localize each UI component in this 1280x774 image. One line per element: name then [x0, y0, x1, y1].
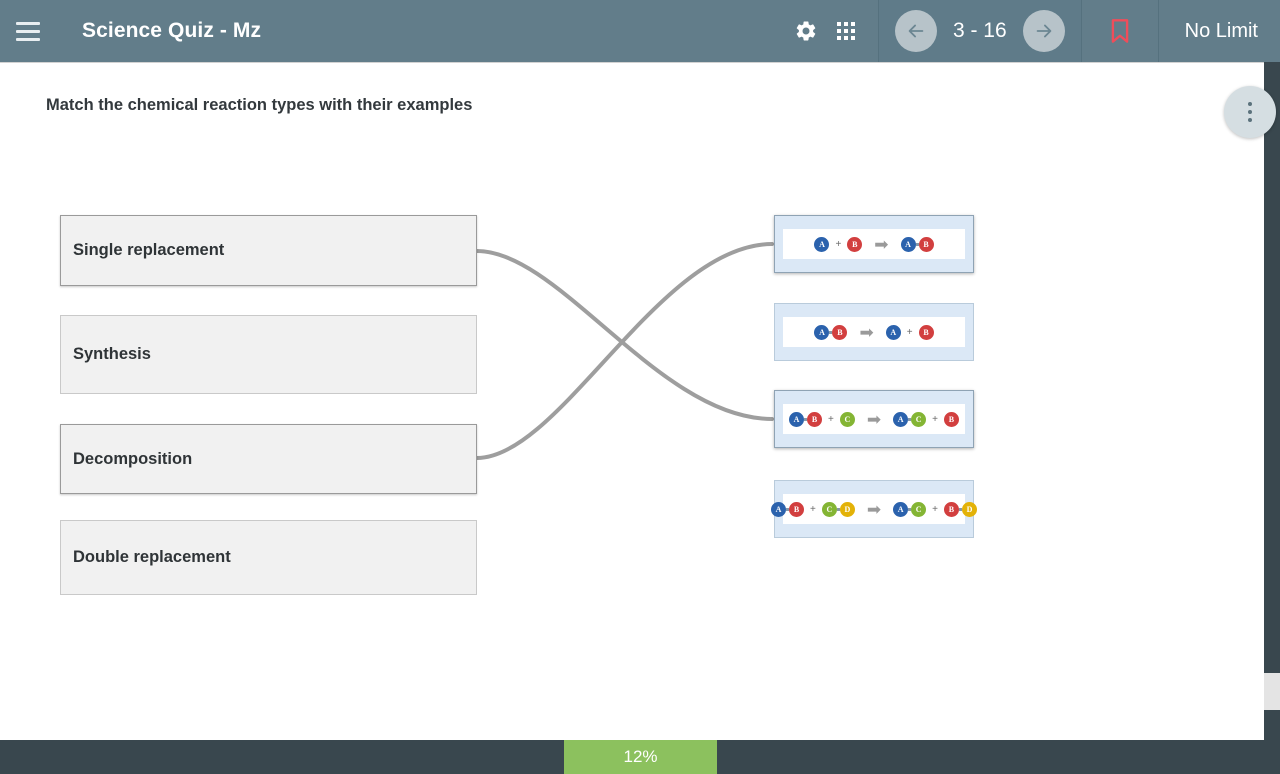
- atom-b: B: [943, 411, 959, 427]
- chemical-bond: [786, 507, 790, 511]
- apps-grid-button[interactable]: [826, 0, 866, 62]
- atom-b: B: [789, 501, 805, 517]
- chemical-bond: [908, 417, 912, 421]
- term-box[interactable]: Synthesis: [60, 315, 477, 394]
- atom-a: A: [789, 411, 805, 427]
- term-box[interactable]: Decomposition: [60, 424, 477, 494]
- atom-a: A: [893, 501, 909, 517]
- term-label: Double replacement: [73, 548, 231, 566]
- term-label: Synthesis: [73, 345, 151, 363]
- page-indicator: 3 - 16: [952, 19, 1007, 42]
- connector-line: [475, 249, 774, 421]
- atom-d: D: [839, 501, 855, 517]
- app-title: Science Quiz - Mz: [82, 19, 262, 42]
- bookmark-group: [1082, 0, 1159, 62]
- plus-sign: +: [810, 503, 816, 515]
- term-box[interactable]: Single replacement: [60, 215, 477, 286]
- atom-b: B: [918, 324, 934, 340]
- atom-a: A: [900, 236, 916, 252]
- chemical-bond: [915, 242, 919, 246]
- time-limit-label: No Limit: [1184, 19, 1258, 42]
- bookmark-button[interactable]: [1100, 0, 1140, 62]
- more-options-button[interactable]: [1224, 86, 1276, 138]
- atom-a: A: [814, 236, 830, 252]
- match-connector-lines: [475, 242, 774, 460]
- question-prompt: Match the chemical reaction types with t…: [46, 96, 473, 114]
- hamburger-menu-button[interactable]: [0, 0, 56, 62]
- atom-b: B: [918, 236, 934, 252]
- chemical-bond: [804, 417, 808, 421]
- atom-c: C: [839, 411, 855, 427]
- atom-a: A: [814, 324, 830, 340]
- chemical-bond: [836, 507, 840, 511]
- atom-a: A: [771, 501, 787, 517]
- plus-sign: +: [906, 326, 913, 338]
- atom-a: A: [893, 411, 909, 427]
- plus-sign: +: [932, 503, 938, 515]
- reaction-arrow-icon: ➡: [866, 499, 882, 519]
- bookmark-icon: [1111, 19, 1128, 43]
- atom-a: A: [885, 324, 901, 340]
- reaction-arrow-icon: ➡: [859, 322, 874, 342]
- atom-b: B: [832, 324, 848, 340]
- next-page-button[interactable]: [1022, 10, 1065, 52]
- chemical-bond: [958, 507, 962, 511]
- gear-icon: [796, 21, 816, 41]
- progress-percent-label: 12%: [623, 747, 658, 766]
- term-label: Single replacement: [73, 241, 225, 259]
- plus-sign: +: [835, 238, 842, 250]
- atom-b: B: [943, 501, 959, 517]
- progress-bar-track: 12%: [0, 740, 1280, 774]
- arrow-right-icon: [1036, 24, 1051, 38]
- previous-page-button[interactable]: [894, 10, 937, 52]
- right-scroll-rail[interactable]: [1264, 62, 1280, 774]
- chemical-bond: [829, 330, 833, 334]
- scroll-thumb[interactable]: [1264, 673, 1280, 710]
- question-content-area: Match the chemical reaction types with t…: [0, 62, 1264, 735]
- reaction-arrow-icon: ➡: [866, 409, 882, 429]
- settings-button[interactable]: [786, 0, 826, 62]
- term-box[interactable]: Double replacement: [60, 520, 477, 595]
- page-navigation-group: 3 - 16: [877, 0, 1082, 62]
- atom-b: B: [807, 411, 823, 427]
- connector-line: [475, 242, 774, 460]
- atom-c: C: [821, 501, 837, 517]
- header-right-controls: 3 - 16 No Limit: [786, 0, 1280, 62]
- more-vertical-icon: [1248, 102, 1252, 122]
- atom-b: B: [847, 236, 863, 252]
- atom-c: C: [911, 501, 927, 517]
- plus-sign: +: [828, 413, 834, 425]
- settings-group: [786, 0, 878, 62]
- reaction-arrow-icon: ➡: [874, 234, 889, 254]
- grid-apps-icon: [836, 22, 855, 40]
- atom-c: C: [911, 411, 927, 427]
- term-label: Decomposition: [73, 449, 193, 468]
- app-header: Science Quiz - Mz 3 - 16: [0, 0, 1280, 62]
- arrow-left-icon: [908, 24, 924, 38]
- atom-d: D: [961, 501, 977, 517]
- plus-sign: +: [932, 413, 938, 425]
- progress-bar-fill: 12%: [564, 740, 717, 774]
- hamburger-icon: [16, 21, 40, 41]
- chemical-bond: [908, 507, 912, 511]
